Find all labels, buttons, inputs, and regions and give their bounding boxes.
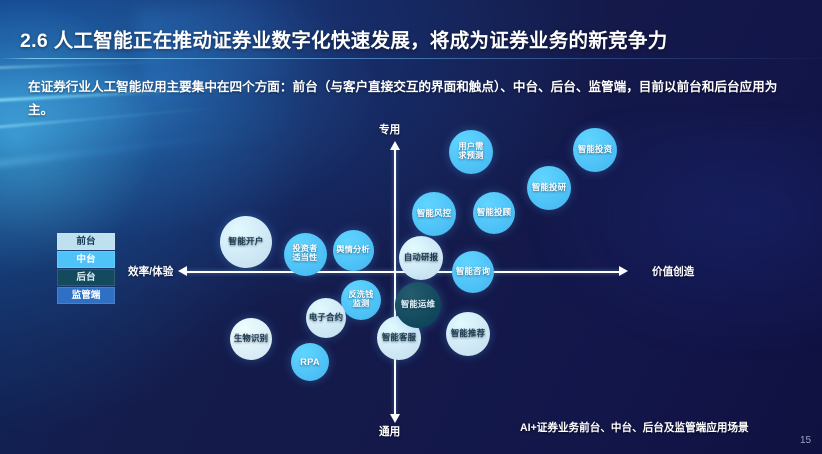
subtitle-paragraph: 在证券行业人工智能应用主要集中在四个方面：前台（与客户直接交互的界面和触点）、中… xyxy=(28,80,778,117)
chart-caption: AI+证券业务前台、中台、后台及监管端应用场景 xyxy=(520,422,749,434)
bubble-16[interactable]: 智能运维 xyxy=(395,282,441,328)
bubble-label: 舆情分析 xyxy=(336,244,370,254)
bubble-label: 反洗钱监测 xyxy=(348,290,374,308)
page-title: 2.6 人工智能正在推动证券业数字化快速发展，将成为证券业务的新竞争力 xyxy=(20,30,668,52)
bubble-label: 智能风控 xyxy=(416,208,452,219)
bubble-10[interactable]: 智能投资 xyxy=(573,128,617,172)
bubble-7[interactable]: 智能投顾 xyxy=(473,192,515,234)
bubble-label: 智能开户 xyxy=(228,236,264,247)
legend-item-2[interactable]: 中台 xyxy=(57,251,115,268)
light-streak-1 xyxy=(0,60,180,70)
axis-label-left: 效率/体验 xyxy=(128,266,174,278)
bubble-label: 用户需求预测 xyxy=(458,142,484,160)
bubble-17[interactable]: 智能推荐 xyxy=(446,312,490,356)
bubble-label: 智能投资 xyxy=(577,144,613,155)
bubble-11[interactable]: 反洗钱监测 xyxy=(341,280,381,320)
bubble-8[interactable]: 用户需求预测 xyxy=(449,130,493,174)
bubble-3[interactable]: 舆情分析 xyxy=(332,229,374,271)
axis-label-right: 价值创造 xyxy=(652,266,695,278)
bubble-label: 智能推荐 xyxy=(450,328,486,339)
vertical-axis xyxy=(394,146,396,418)
legend-item-3[interactable]: 后台 xyxy=(57,269,115,286)
light-streak-4 xyxy=(0,131,240,174)
axis-arrow-right-icon xyxy=(619,265,628,276)
page-number: 15 xyxy=(800,435,812,446)
glow-right-halo xyxy=(520,120,822,360)
bubble-4[interactable]: 自动研报 xyxy=(399,236,443,280)
bubble-label: 生物识别 xyxy=(233,333,269,344)
axis-arrow-left-icon xyxy=(178,265,187,276)
bubble-label: 智能咨询 xyxy=(455,266,491,277)
bubble-5[interactable]: 智能咨询 xyxy=(452,251,494,293)
bubble-13[interactable]: 生物识别 xyxy=(230,318,272,360)
bubble-label: 智能运维 xyxy=(400,299,436,310)
bubble-1[interactable]: 智能开户 xyxy=(220,216,272,268)
bubble-14[interactable]: RPA xyxy=(291,343,329,381)
bubble-label: 投资者适当性 xyxy=(292,244,318,262)
legend-item-4[interactable]: 监管端 xyxy=(57,287,115,304)
bubble-label: 智能客服 xyxy=(381,332,417,343)
title-divider xyxy=(0,58,822,59)
bubble-6[interactable]: 智能风控 xyxy=(412,192,456,236)
bubble-2[interactable]: 投资者适当性 xyxy=(283,232,327,276)
axis-arrow-up-icon xyxy=(390,141,400,150)
bubble-9[interactable]: 智能投研 xyxy=(527,166,571,210)
axis-label-bottom: 通用 xyxy=(379,426,401,438)
bubble-12[interactable]: 电子合约 xyxy=(306,298,346,338)
bubble-label: 电子合约 xyxy=(308,312,344,323)
bubble-label: 智能投研 xyxy=(531,182,567,193)
bubble-label: 智能投顾 xyxy=(476,207,512,218)
legend-item-1[interactable]: 前台 xyxy=(57,233,115,250)
bubble-label: RPA xyxy=(300,355,320,367)
bubble-15[interactable]: 智能客服 xyxy=(377,316,421,360)
legend: 前台中台后台监管端 xyxy=(57,233,115,305)
axis-arrow-down-icon xyxy=(390,414,400,423)
axis-label-top: 专用 xyxy=(379,124,401,136)
bubble-label: 自动研报 xyxy=(403,252,439,263)
